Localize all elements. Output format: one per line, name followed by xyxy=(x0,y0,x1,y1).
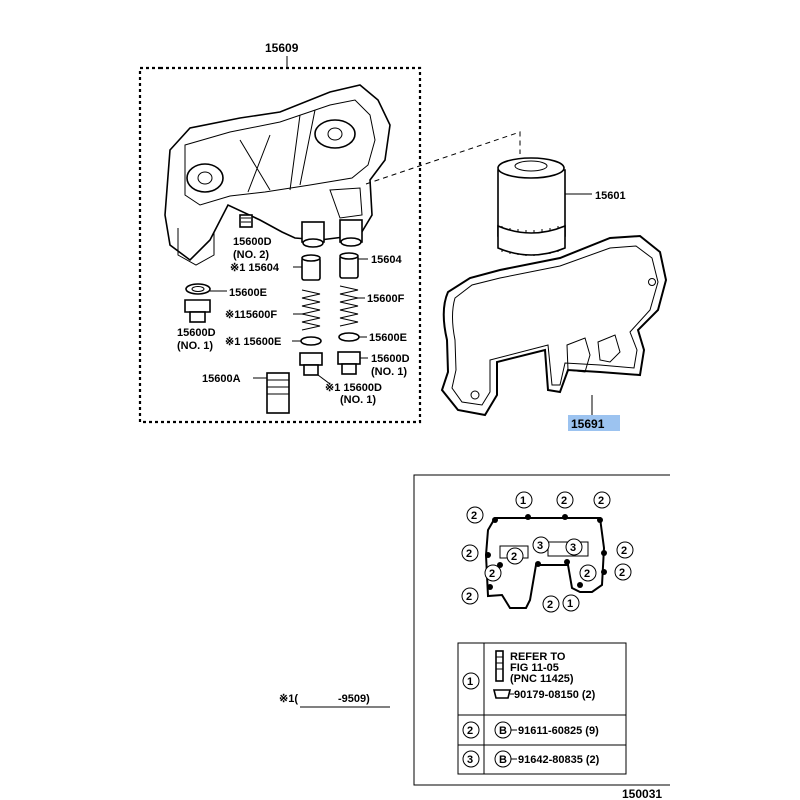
spring-15600f-right xyxy=(339,285,359,327)
label-15600d-bottom-2: (NO. 1) xyxy=(340,394,376,406)
main-group-label: 15609 xyxy=(265,41,299,55)
main-assembly-box: 15609 xyxy=(138,41,422,424)
label-15691: 15691 xyxy=(571,417,605,431)
label-15600e-mid-left: ※1 15600E xyxy=(225,336,281,348)
svg-text:2: 2 xyxy=(547,599,553,611)
valve-15604-left xyxy=(301,254,321,281)
svg-text:2: 2 xyxy=(619,567,625,579)
figure-id: 150031 xyxy=(622,787,662,800)
bolt-layout-box xyxy=(413,474,670,786)
callout-11: 2 xyxy=(579,564,597,582)
washer-15600e-left xyxy=(185,283,211,295)
svg-text:B: B xyxy=(499,754,507,766)
washer-15600e-right xyxy=(338,332,360,342)
spring-15600f-left xyxy=(301,289,321,331)
table-row-2: 2 B 91611-60825 (9) xyxy=(462,721,599,739)
callout-4: 2 xyxy=(593,491,611,509)
callout-8: 3 xyxy=(532,536,550,554)
callout-9: 3 xyxy=(565,538,583,556)
callout-6: 2 xyxy=(616,541,634,559)
svg-text:3: 3 xyxy=(570,542,576,554)
oil-filter-housing xyxy=(164,84,391,266)
svg-text:1: 1 xyxy=(567,598,573,610)
valve-15604-right xyxy=(339,252,359,279)
gasket-highlight xyxy=(568,415,620,431)
label-15600d-left-2: (NO. 1) xyxy=(177,340,213,352)
svg-text:2: 2 xyxy=(511,551,517,563)
label-15600d-right-1: 15600D xyxy=(371,353,410,365)
callout-1: 2 xyxy=(466,506,484,524)
washer-15600e-mid-left xyxy=(300,336,322,346)
label-15600e-right: 15600E xyxy=(369,332,407,344)
svg-text:2: 2 xyxy=(466,591,472,603)
svg-text:91642-80835 (2): 91642-80835 (2) xyxy=(518,754,600,766)
label-15600d-left-1: 15600D xyxy=(177,327,216,339)
plug-15600d-left xyxy=(184,299,211,323)
svg-text:1: 1 xyxy=(520,495,526,507)
svg-text:2: 2 xyxy=(489,568,495,580)
svg-text:2: 2 xyxy=(584,568,590,580)
label-15600f-left: ※115600F xyxy=(225,309,277,321)
callout-12: 2 xyxy=(614,563,632,581)
svg-text:90179-08150 (2): 90179-08150 (2) xyxy=(514,689,596,701)
callout-15: 1 xyxy=(562,594,580,612)
callout-13: 2 xyxy=(461,587,479,605)
svg-text:FIG 11-05: FIG 11-05 xyxy=(510,662,559,674)
callout-5: 2 xyxy=(461,544,479,562)
plug-15600d-no2 xyxy=(239,214,253,228)
callout-3: 2 xyxy=(556,491,574,509)
callout-10: 2 xyxy=(484,564,502,582)
label-15600d-right-2: (NO. 1) xyxy=(371,366,407,378)
callout-7: 2 xyxy=(506,547,524,565)
oil-filter-15601 xyxy=(497,157,566,256)
footnote-range: -9509) xyxy=(338,693,370,705)
label-15600e-left-top: 15600E xyxy=(229,287,267,299)
label-15600d-bottom-1: ※1 15600D xyxy=(325,382,382,394)
table-row-3: 3 B 91642-80835 (2) xyxy=(462,750,600,768)
svg-text:(PNC 11425): (PNC 11425) xyxy=(510,673,574,685)
bolt-callouts: 2 1 2 2 2 2 2 3 3 2 2 2 2 2 1 xyxy=(461,491,634,613)
svg-text:2: 2 xyxy=(621,545,627,557)
gasket-15691 xyxy=(440,234,668,417)
svg-text:3: 3 xyxy=(537,540,543,552)
label-15600f-right: 15600F xyxy=(367,293,405,305)
sleeve-15600a xyxy=(266,372,290,414)
plug-15600d-mid-left xyxy=(299,352,323,376)
plug-15600d-right xyxy=(337,351,361,375)
svg-text:REFER TO: REFER TO xyxy=(510,651,566,663)
table-row-1: 1 REFER TO FIG 11-05 (PNC 11425) 90179-0… xyxy=(462,650,596,701)
label-15601: 15601 xyxy=(595,190,626,202)
svg-text:B: B xyxy=(499,725,507,737)
svg-text:2: 2 xyxy=(561,495,567,507)
label-15600d-no2-sub: (NO. 2) xyxy=(233,249,269,261)
bolt-layout-gasket xyxy=(484,517,606,609)
footnote-mark: ※1( xyxy=(279,693,298,705)
svg-text:2: 2 xyxy=(467,725,473,737)
fastener-table xyxy=(457,642,627,775)
label-15604-left: ※1 15604 xyxy=(230,262,280,274)
label-15604-right: 15604 xyxy=(371,254,402,266)
svg-text:2: 2 xyxy=(598,495,604,507)
callout-2: 1 xyxy=(515,491,533,509)
svg-text:2: 2 xyxy=(471,510,477,522)
bolt-dots xyxy=(485,514,607,590)
label-15600d-no2: 15600D xyxy=(233,236,272,248)
callout-14: 2 xyxy=(542,595,560,613)
svg-text:1: 1 xyxy=(467,676,473,688)
svg-text:2: 2 xyxy=(466,548,472,560)
svg-text:3: 3 xyxy=(467,754,473,766)
svg-text:91611-60825 (9): 91611-60825 (9) xyxy=(518,725,599,737)
footnote: ※1( -9509) xyxy=(279,693,390,708)
label-15600a: 15600A xyxy=(202,373,241,385)
